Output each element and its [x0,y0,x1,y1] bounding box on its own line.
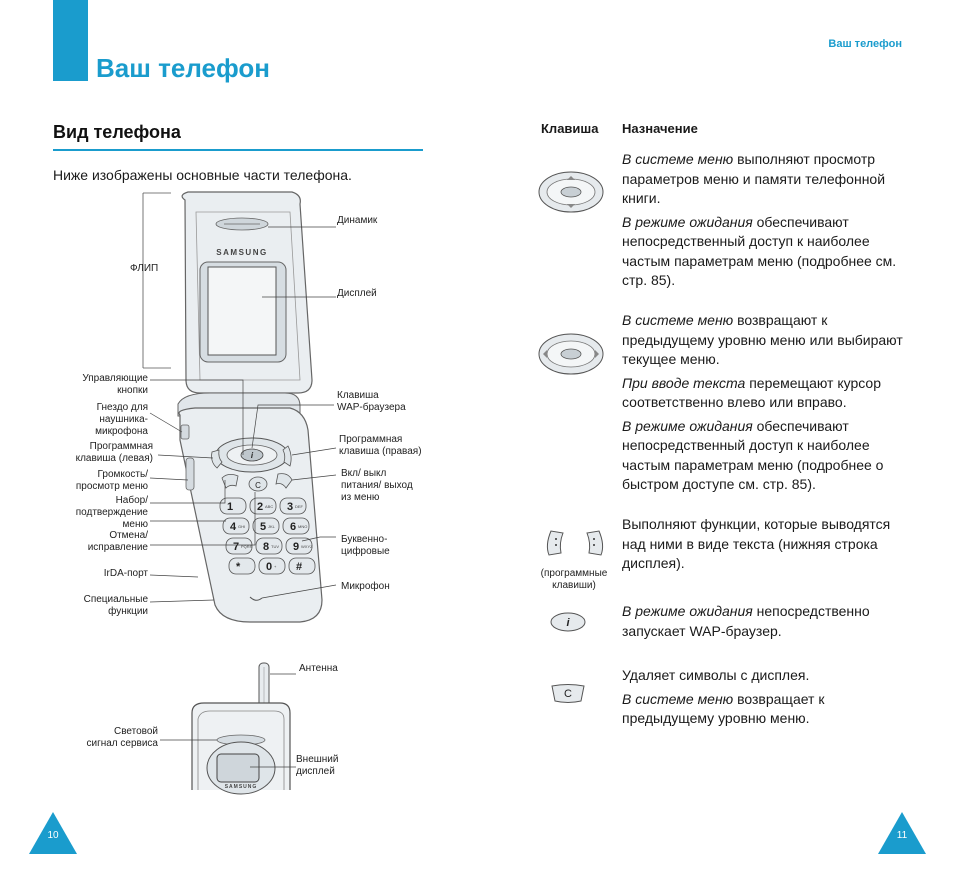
section-title: Вид телефона [53,122,181,142]
desc-clear-key: Удаляет символы с дисплея. В системе мен… [622,667,825,726]
soft-right-key [282,445,292,467]
svg-text:PQRS: PQRS [241,544,253,549]
svg-text:8: 8 [263,541,269,553]
title-accent-bar [53,0,88,81]
running-header: Ваш телефон [828,38,902,50]
keypad-key-1: 1 [219,497,247,515]
external-display [216,753,260,783]
col-header-purpose: Назначение [622,121,698,136]
end-key [275,473,293,489]
svg-text:#: # [296,561,302,573]
inner-screen [207,266,277,356]
label-mic: Микрофон [341,581,390,592]
svg-text:7: 7 [233,541,239,553]
svg-text:ABC: ABC [265,504,273,509]
label-irda: IrDA-порт [103,568,148,579]
side-volume [185,457,195,491]
desc-wap-key: В режиме ожидания непосредственно запуск… [622,603,870,639]
page-number-left: 10 [47,830,59,841]
flip-bracket [142,192,171,369]
desc-nav-leftright: В системе меню возвращают к предыдущему … [622,312,903,492]
svg-text:C: C [255,481,261,490]
phone-closed-illustration: SAMSUNG [160,662,296,795]
svg-text:1: 1 [227,501,233,513]
svg-text:C: C [564,688,572,700]
svg-text:i: i [566,617,570,629]
svg-text:MNO: MNO [298,524,307,529]
label-alnum: Буквенно-цифровые [341,534,390,557]
desc-soft-keys: Выполняют функции, которые выводятся над… [622,516,891,571]
svg-text:+: + [274,564,277,569]
nav-leftright-key-icon [538,333,604,375]
send-key [221,474,239,489]
page-number-right: 11 [896,830,908,841]
wap-key-icon: i [550,612,586,632]
flip-brand: SAMSUNG [216,248,267,257]
closed-brand: SAMSUNG [225,784,258,790]
label-volume: Громкость/просмотр меню [75,469,148,492]
label-flip: ФЛИП [130,263,159,274]
section-rule [53,149,423,151]
svg-text:9: 9 [293,541,299,553]
svg-text:4: 4 [230,521,237,533]
label-cancel: Отмена/исправление [87,530,148,553]
page-title: Ваш телефон [96,53,270,83]
svg-text:WXYZ: WXYZ [301,544,313,549]
keypad-key-0: 0+ [258,557,286,575]
clear-key-icon: C [551,684,585,703]
wap-ok-key [240,448,264,462]
clear-key [248,476,268,492]
svg-text:*: * [236,561,241,573]
soft-keys-icon [546,530,604,556]
label-antenna: Антенна [299,663,338,674]
soft-keys-caption: (программные клавиши) [540,568,608,591]
svg-text:2: 2 [257,501,263,513]
svg-text:i: i [251,451,254,460]
svg-text:5: 5 [260,521,266,533]
nav-updown-key-icon [538,171,604,213]
page-marker-right [878,812,926,854]
label-speaker: Динамик [337,215,378,226]
col-header-key: Клавиша [541,121,599,136]
svg-text:6: 6 [290,521,296,533]
keypad-key-#: # [288,557,316,575]
svg-text:GHI: GHI [238,524,245,529]
microphone [249,596,263,601]
svg-text:0: 0 [266,561,272,573]
svg-text:TUV: TUV [271,544,279,549]
intro-text: Ниже изображены основные части телефона. [53,167,352,183]
svg-text:JKL: JKL [268,524,276,529]
page-marker-left [29,812,77,854]
desc-nav-updown: В системе меню выполняют просмотр параме… [622,151,897,288]
svg-text:DEF: DEF [295,504,304,509]
leader-lines [149,226,337,603]
keypad-key-*: * [228,557,256,575]
svg-text:3: 3 [287,501,293,513]
label-display: Дисплей [337,288,377,299]
